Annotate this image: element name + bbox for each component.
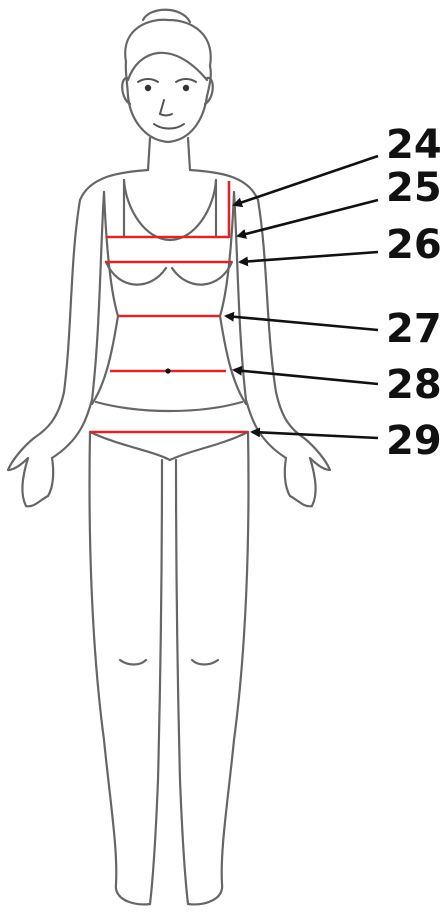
arrow-28 — [234, 370, 378, 384]
face-details — [138, 79, 196, 129]
callout-number-26: 26 — [386, 222, 441, 268]
arrow-29 — [252, 432, 378, 438]
callout-number-27: 27 — [386, 306, 441, 352]
callout-numbers: 24 25 26 27 28 29 — [386, 122, 441, 464]
arrow-27 — [226, 316, 378, 330]
arrow-24 — [234, 156, 378, 205]
callout-number-25: 25 — [386, 165, 441, 211]
female-figure-outline — [8, 10, 330, 905]
navel-marker — [165, 368, 170, 373]
callout-number-29: 29 — [386, 418, 441, 464]
callout-number-24: 24 — [386, 122, 441, 168]
arrow-26 — [240, 252, 378, 262]
callout-number-28: 28 — [386, 362, 441, 408]
callout-arrows — [226, 156, 378, 438]
measurement-lines — [90, 181, 248, 432]
